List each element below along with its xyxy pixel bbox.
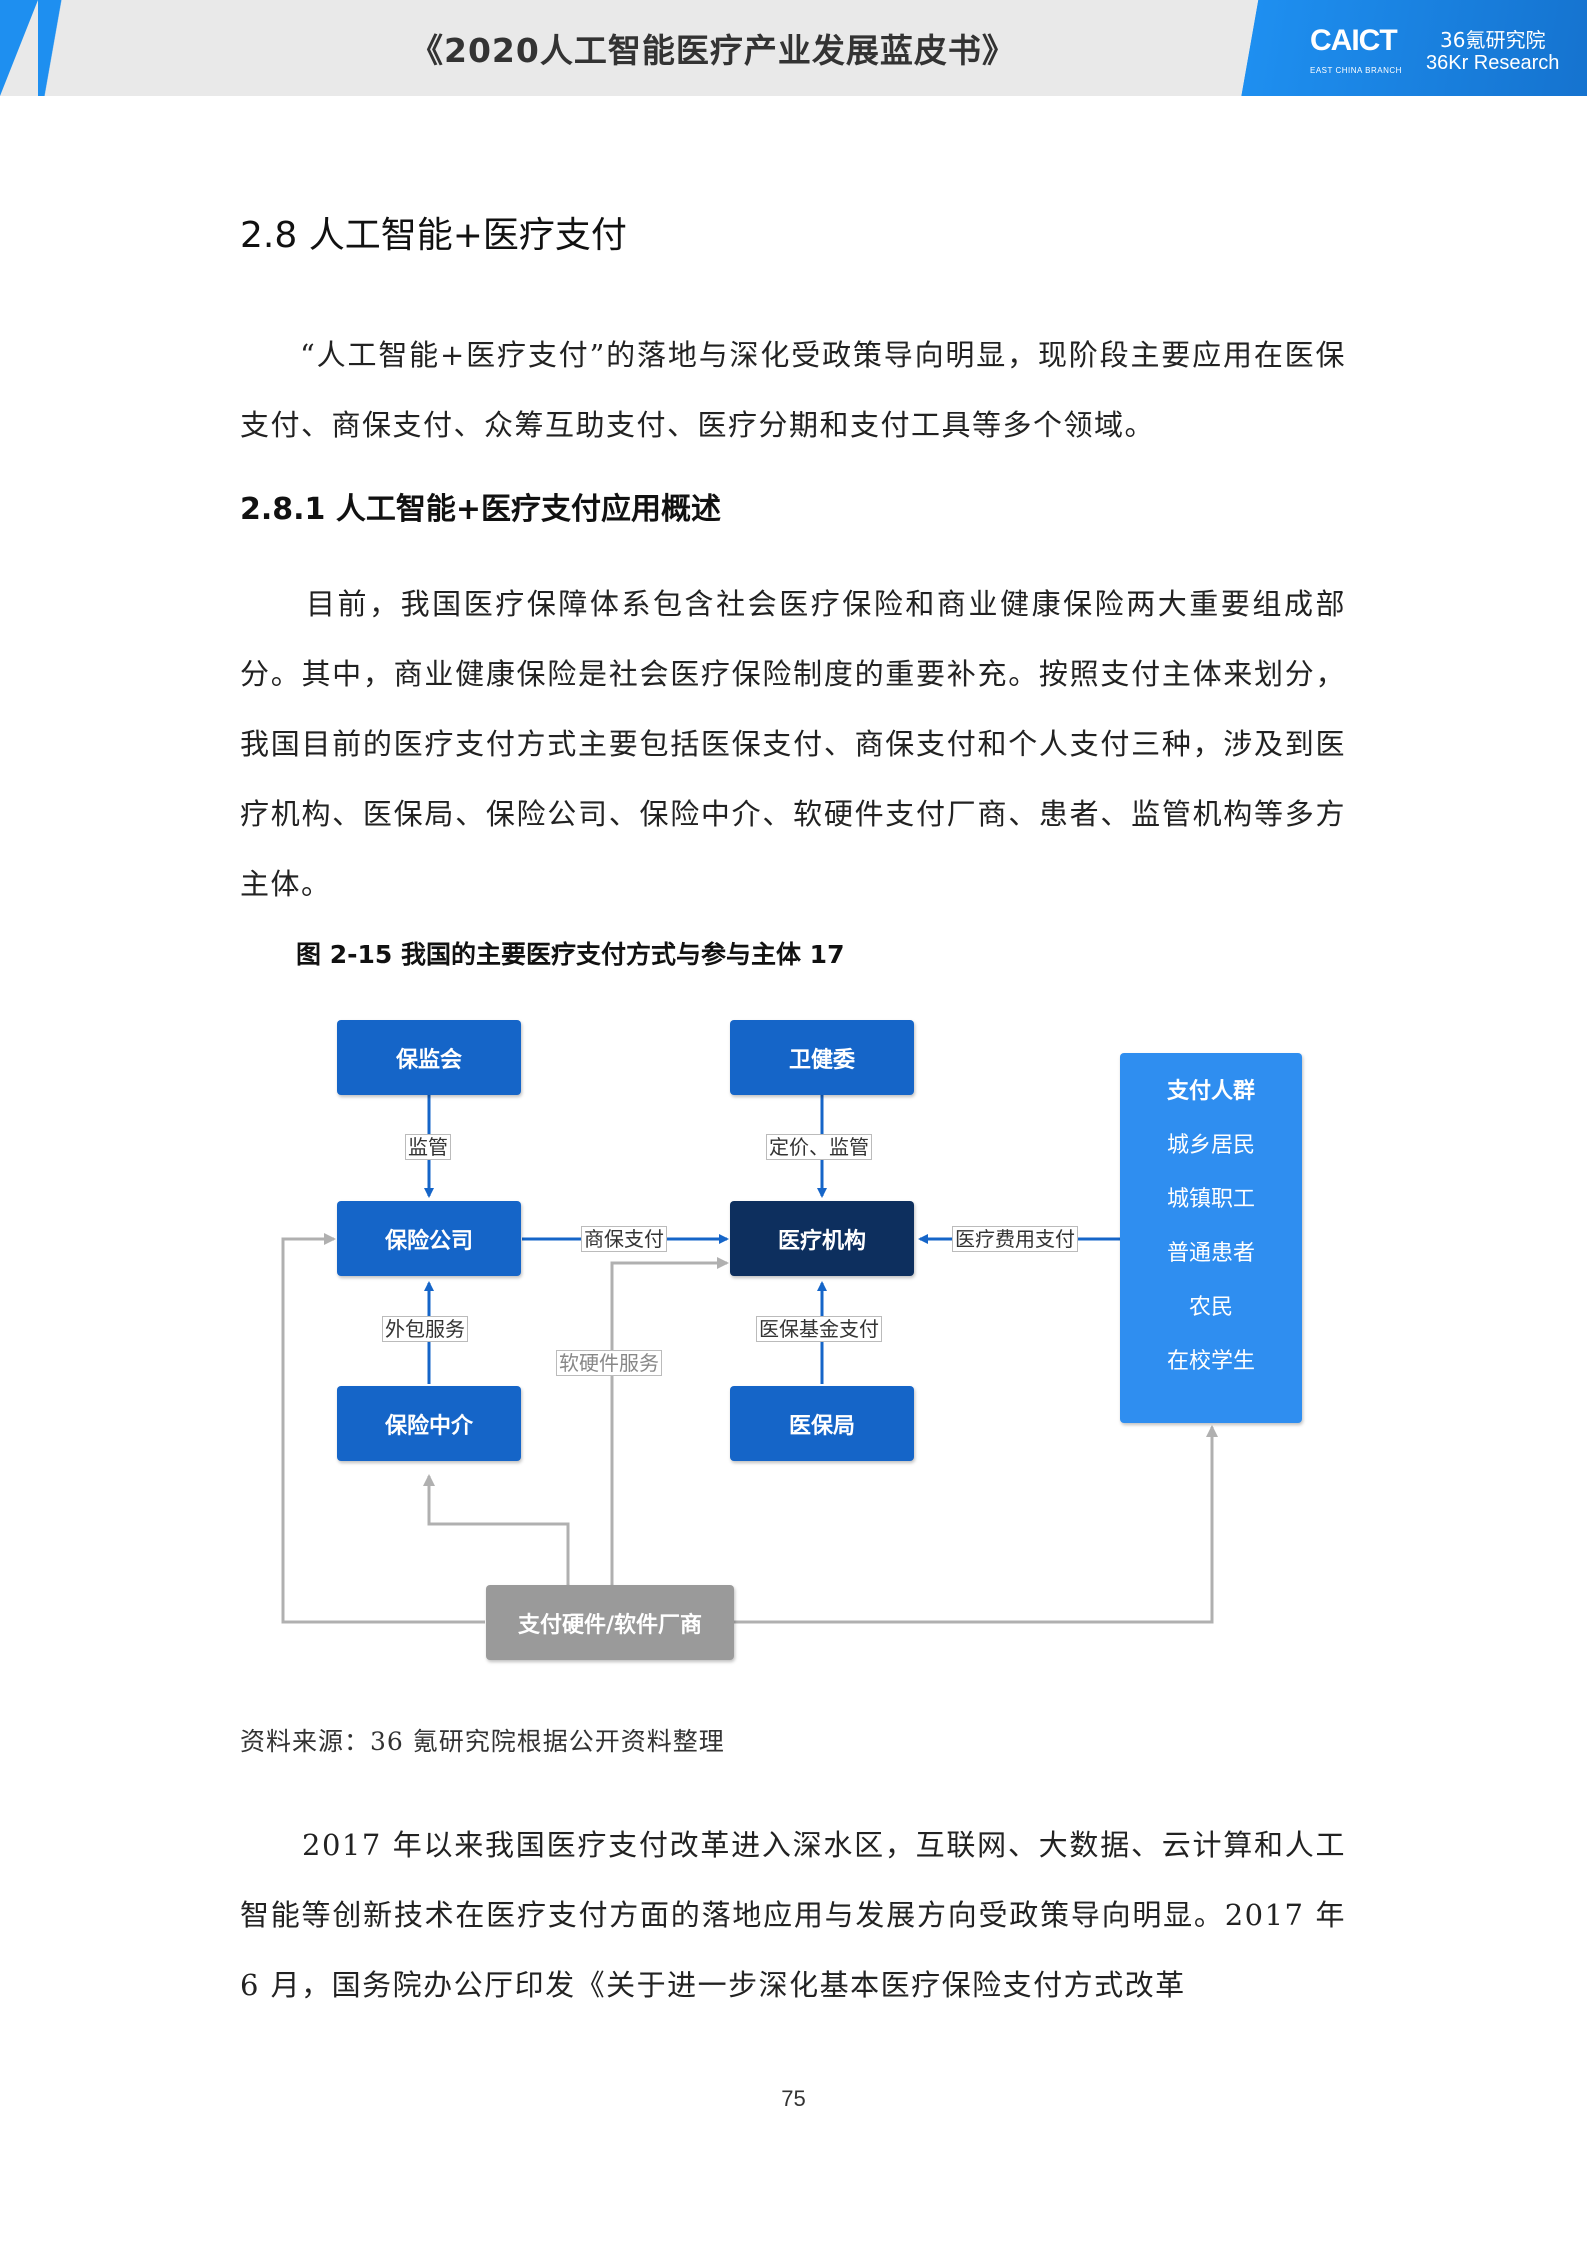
header-accent-right — [1228, 0, 1587, 96]
edge-label-hw-service: 软硬件服务 — [556, 1350, 662, 1376]
edge-vendor-to-broker — [423, 1474, 570, 1600]
payment-flow-diagram: 保监会 卫健委 保险公司 医疗机构 保险中介 医保局 支付硬件/软件厂商 支付人… — [270, 1010, 1320, 1670]
node-nhc: 卫健委 — [730, 1020, 914, 1095]
edge-label-supervise: 监管 — [405, 1134, 451, 1160]
page-number: 75 — [781, 2086, 806, 2111]
subsection-heading: 2.8.1 人工智能+医疗支付应用概述 — [240, 492, 721, 527]
caict-logo-subtitle: EAST CHINA BRANCH — [1310, 66, 1402, 75]
page-header: 《2020人工智能医疗产业发展蓝皮书》 CAICT EAST CHINA BRA… — [0, 0, 1587, 96]
edge-label-pricing: 定价、监管 — [766, 1134, 872, 1160]
section-heading: 2.8 人工智能+医疗支付 — [240, 215, 627, 256]
closing-paragraph: 2017 年以来我国医疗支付改革进入深水区，互联网、大数据、云计算和人工智能等创… — [240, 1828, 1346, 2002]
figure-source: 资料来源：36 氪研究院根据公开资料整理 — [240, 1727, 725, 1756]
payer-item: 农民 — [1188, 1295, 1233, 1320]
caict-logo: CAICT — [1310, 24, 1398, 57]
figure-caption: 图 2-15 我国的主要医疗支付方式与参与主体 17 — [296, 940, 845, 969]
edge-vendor-to-insurer — [281, 1233, 485, 1624]
edge-label-commercial-pay: 商保支付 — [581, 1226, 667, 1252]
edge-label-outsourcing: 外包服务 — [382, 1316, 468, 1342]
subsection-body-paragraph: 目前，我国医疗保障体系包含社会医疗保险和商业健康保险两大重要组成部分。其中，商业… — [240, 587, 1346, 901]
partner-name-en: 36Kr Research — [1426, 52, 1560, 74]
payer-item: 在校学生 — [1166, 1349, 1255, 1374]
node-payers: 支付人群 城乡居民 城镇职工 普通患者 农民 在校学生 — [1120, 1053, 1302, 1423]
edge-label-fee-pay: 医疗费用支付 — [952, 1226, 1078, 1252]
node-vendor: 支付硬件/软件厂商 — [486, 1585, 734, 1660]
node-hospital: 医疗机构 — [730, 1201, 914, 1276]
section-intro-paragraph: “人工智能+医疗支付”的落地与深化受政策导向明显，现阶段主要应用在医保支付、商保… — [240, 338, 1346, 442]
node-nhsa: 医保局 — [730, 1386, 914, 1461]
payers-title: 支付人群 — [1166, 1079, 1255, 1104]
payer-item: 城乡居民 — [1166, 1133, 1255, 1158]
partner-name-cn: 36氪研究院 — [1440, 28, 1546, 52]
edge-vendor-to-payers — [733, 1425, 1218, 1624]
header-accent-stripe — [38, 0, 98, 96]
report-title: 《2020人工智能医疗产业发展蓝皮书》 — [410, 31, 1016, 70]
node-cbirc: 保监会 — [337, 1020, 521, 1095]
node-insurer: 保险公司 — [337, 1201, 521, 1276]
node-broker: 保险中介 — [337, 1386, 521, 1461]
edge-vendor-to-hospital — [610, 1257, 729, 1600]
edge-label-fund-pay: 医保基金支付 — [756, 1316, 882, 1342]
payer-item: 城镇职工 — [1166, 1187, 1255, 1212]
payer-item: 普通患者 — [1166, 1241, 1255, 1266]
header-accent-left — [0, 0, 38, 96]
